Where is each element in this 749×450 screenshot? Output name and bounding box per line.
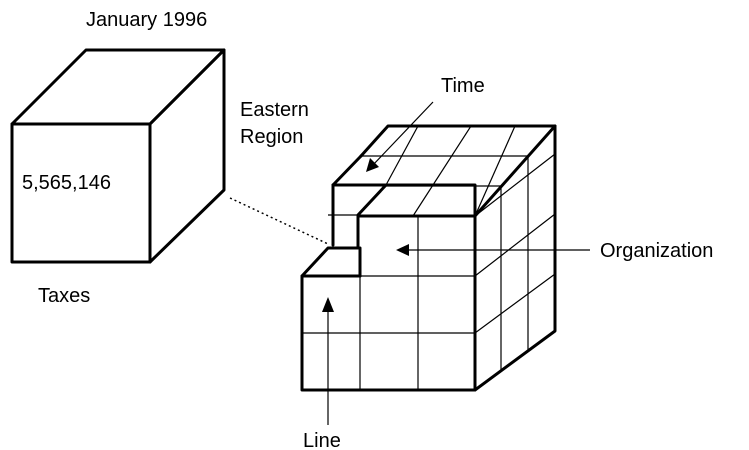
measure-label: Taxes (38, 285, 90, 307)
time-arrow (366, 101, 434, 172)
single-cell-top-face (10, 48, 226, 126)
organization-arrow (396, 244, 590, 256)
single-cell-side-face (148, 48, 226, 264)
period-label: January 1996 (86, 9, 207, 31)
time-axis-label: Time (441, 75, 485, 97)
data-cube (300, 124, 557, 392)
dotted-connector (229, 197, 329, 245)
line-axis-label: Line (303, 430, 341, 450)
cube-grid-lines (302, 125, 556, 390)
line-arrow (322, 297, 334, 425)
cell-value: 5,565,146 (22, 172, 111, 194)
region-label-line2: Region (240, 126, 303, 148)
region-label-line1: Eastern (240, 99, 309, 121)
organization-axis-label: Organization (600, 240, 713, 262)
single-cell-cube (10, 48, 226, 264)
cube-outline (300, 124, 557, 392)
